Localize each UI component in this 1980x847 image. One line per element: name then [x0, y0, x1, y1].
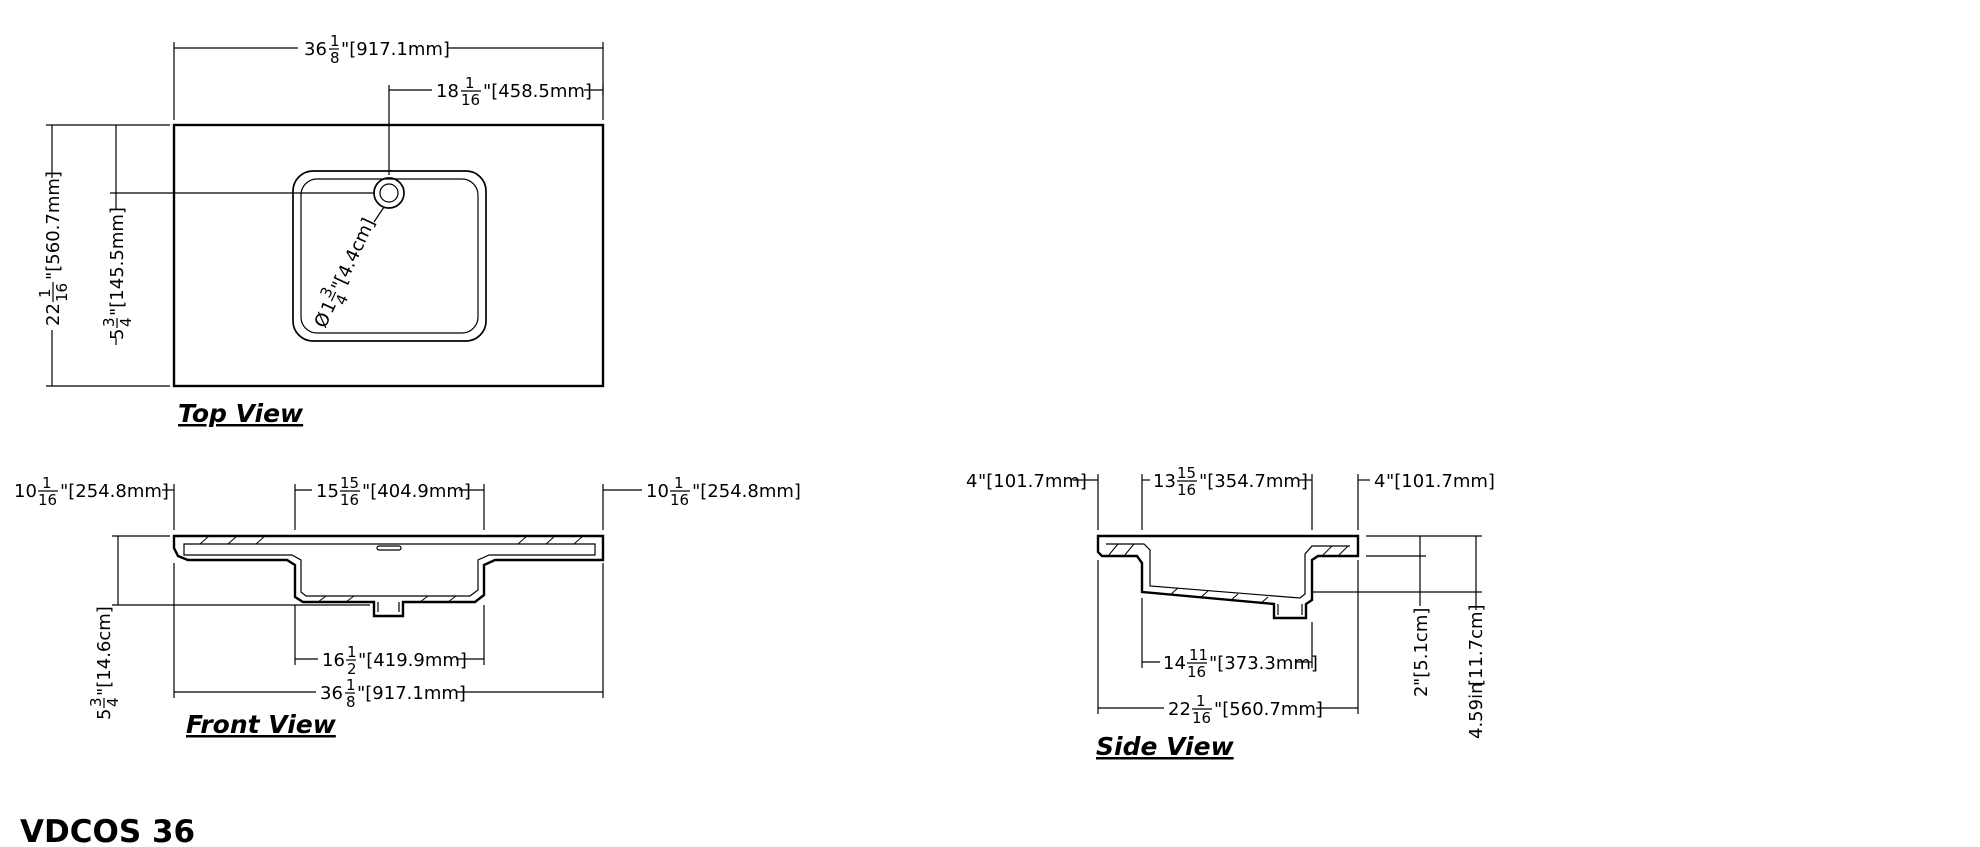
side-profile-outline [1096, 534, 1360, 620]
svg-text:16: 16 [1187, 663, 1206, 681]
svg-text:"[560.7mm]: "[560.7mm] [1214, 699, 1323, 720]
dim-top-drain-from-back: 5 3 4 "[145.5mm] [100, 207, 135, 340]
basin-outline-inner [300, 178, 479, 334]
svg-text:"[373.3mm]: "[373.3mm] [1209, 653, 1318, 674]
svg-text:10: 10 [646, 481, 669, 502]
svg-text:"[5.1cm]: "[5.1cm] [1411, 608, 1432, 686]
svg-text:1: 1 [346, 676, 356, 694]
dim-side-bowl-height: 2 "[5.1cm] [1411, 608, 1432, 697]
svg-text:16: 16 [322, 650, 345, 671]
svg-text:1: 1 [330, 32, 340, 50]
dim-side-front-deck: 4 "[101.7mm] [1374, 471, 1495, 492]
svg-text:36: 36 [304, 39, 327, 60]
svg-text:8: 8 [330, 49, 340, 67]
svg-text:4: 4 [1374, 471, 1385, 492]
svg-text:22: 22 [1168, 699, 1191, 720]
svg-text:"[254.8mm]: "[254.8mm] [60, 481, 169, 502]
svg-text:"[145.5mm]: "[145.5mm] [107, 207, 128, 316]
svg-text:16: 16 [38, 491, 57, 509]
dim-side-back-deck: 4 "[101.7mm] [966, 471, 1087, 492]
svg-text:"[354.7mm]: "[354.7mm] [1199, 471, 1308, 492]
svg-text:"[4.4cm]: "[4.4cm] [327, 215, 379, 295]
svg-text:3: 3 [100, 317, 118, 327]
dim-front-right-deck: 10 1 16 "[254.8mm] [646, 474, 801, 509]
drain-inner-icon [379, 183, 399, 203]
front-profile-inner [183, 543, 596, 597]
dim-side-bowl-bottom: 14 11 16 "[373.3mm] [1163, 646, 1318, 681]
top-view: 36 1 8 "[917.1mm] 18 1 16 "[458.5mm] 22 … [36, 32, 605, 428]
svg-text:16: 16 [461, 91, 480, 109]
svg-text:1: 1 [1196, 692, 1206, 710]
svg-text:"[101.7mm]: "[101.7mm] [978, 471, 1087, 492]
svg-text:1: 1 [674, 474, 684, 492]
svg-text:18: 18 [436, 81, 459, 102]
dim-front-left-deck: 10 1 16 "[254.8mm] [14, 474, 169, 509]
dim-front-bowl-outer: 16 1 2 "[419.9mm] [322, 643, 467, 678]
front-view: 10 1 16 "[254.8mm] 15 15 16 "[404.9mm] 1… [14, 474, 801, 739]
svg-text:1: 1 [36, 288, 54, 298]
side-view-label: Side View [1096, 732, 1235, 761]
svg-text:14: 14 [1163, 653, 1186, 674]
svg-text:"[419.9mm]: "[419.9mm] [358, 650, 467, 671]
dim-front-height: 5 3 4 "[14.6cm] [87, 606, 122, 720]
svg-text:1: 1 [465, 74, 475, 92]
svg-text:36: 36 [320, 683, 343, 704]
svg-text:15: 15 [1177, 464, 1196, 482]
dim-side-basin-depth: 13 15 16 "[354.7mm] [1153, 464, 1308, 499]
front-view-label: Front View [186, 710, 337, 739]
svg-text:5: 5 [94, 709, 115, 720]
front-profile-outline [172, 534, 605, 618]
drain-icon [373, 177, 405, 209]
svg-text:11: 11 [1189, 646, 1208, 664]
dim-top-drain-diameter: Ø 1 3 4 "[4.4cm] [310, 215, 379, 331]
svg-text:16: 16 [1192, 709, 1211, 727]
svg-text:22: 22 [43, 303, 64, 326]
svg-text:4.59in: 4.59in [1466, 683, 1487, 740]
side-view: 4 "[101.7mm] 13 15 16 "[354.7mm] 4 "[101… [966, 464, 1495, 761]
svg-text:"[404.9mm]: "[404.9mm] [362, 481, 471, 502]
dim-top-depth: 22 1 16 "[560.7mm] [36, 171, 71, 326]
svg-text:[11.7cm]: [11.7cm] [1466, 604, 1487, 686]
dim-top-overall-width: 36 1 8 "[917.1mm] [304, 32, 450, 67]
svg-text:"[917.1mm]: "[917.1mm] [357, 683, 466, 704]
svg-text:2: 2 [347, 660, 357, 678]
svg-text:5: 5 [107, 329, 128, 340]
dim-side-overall-height: 4.59in [11.7cm] [1466, 604, 1487, 739]
svg-text:16: 16 [340, 491, 359, 509]
svg-text:4: 4 [966, 471, 977, 492]
side-profile-inner [1106, 543, 1350, 599]
svg-text:16: 16 [1177, 481, 1196, 499]
svg-text:13: 13 [1153, 471, 1176, 492]
svg-text:15: 15 [340, 474, 359, 492]
svg-text:"[560.7mm]: "[560.7mm] [43, 171, 64, 280]
dim-side-overall-depth: 22 1 16 "[560.7mm] [1168, 692, 1323, 727]
svg-text:4: 4 [104, 697, 122, 707]
svg-text:1: 1 [347, 643, 357, 661]
svg-text:"[14.6cm]: "[14.6cm] [94, 606, 115, 696]
svg-text:"[917.1mm]: "[917.1mm] [341, 39, 450, 60]
dim-front-overall-width: 36 1 8 "[917.1mm] [320, 676, 466, 711]
side-hatching [1107, 543, 1349, 605]
svg-text:"[458.5mm]: "[458.5mm] [483, 81, 592, 102]
svg-text:8: 8 [346, 693, 356, 711]
svg-text:10: 10 [14, 481, 37, 502]
svg-text:16: 16 [53, 283, 71, 302]
top-view-label: Top View [178, 399, 304, 428]
front-hatching [199, 535, 584, 603]
model-name: VDCOS 36 [20, 814, 195, 847]
dim-top-drain-center: 18 1 16 "[458.5mm] [436, 74, 592, 109]
svg-text:16: 16 [670, 491, 689, 509]
svg-text:3: 3 [87, 697, 105, 707]
svg-text:15: 15 [316, 481, 339, 502]
svg-text:2: 2 [1411, 686, 1432, 697]
dim-front-basin-width: 15 15 16 "[404.9mm] [316, 474, 471, 509]
svg-text:4: 4 [117, 317, 135, 327]
overflow-slot [376, 545, 402, 551]
svg-text:1: 1 [42, 474, 52, 492]
svg-text:"[254.8mm]: "[254.8mm] [692, 481, 801, 502]
svg-text:"[101.7mm]: "[101.7mm] [1386, 471, 1495, 492]
